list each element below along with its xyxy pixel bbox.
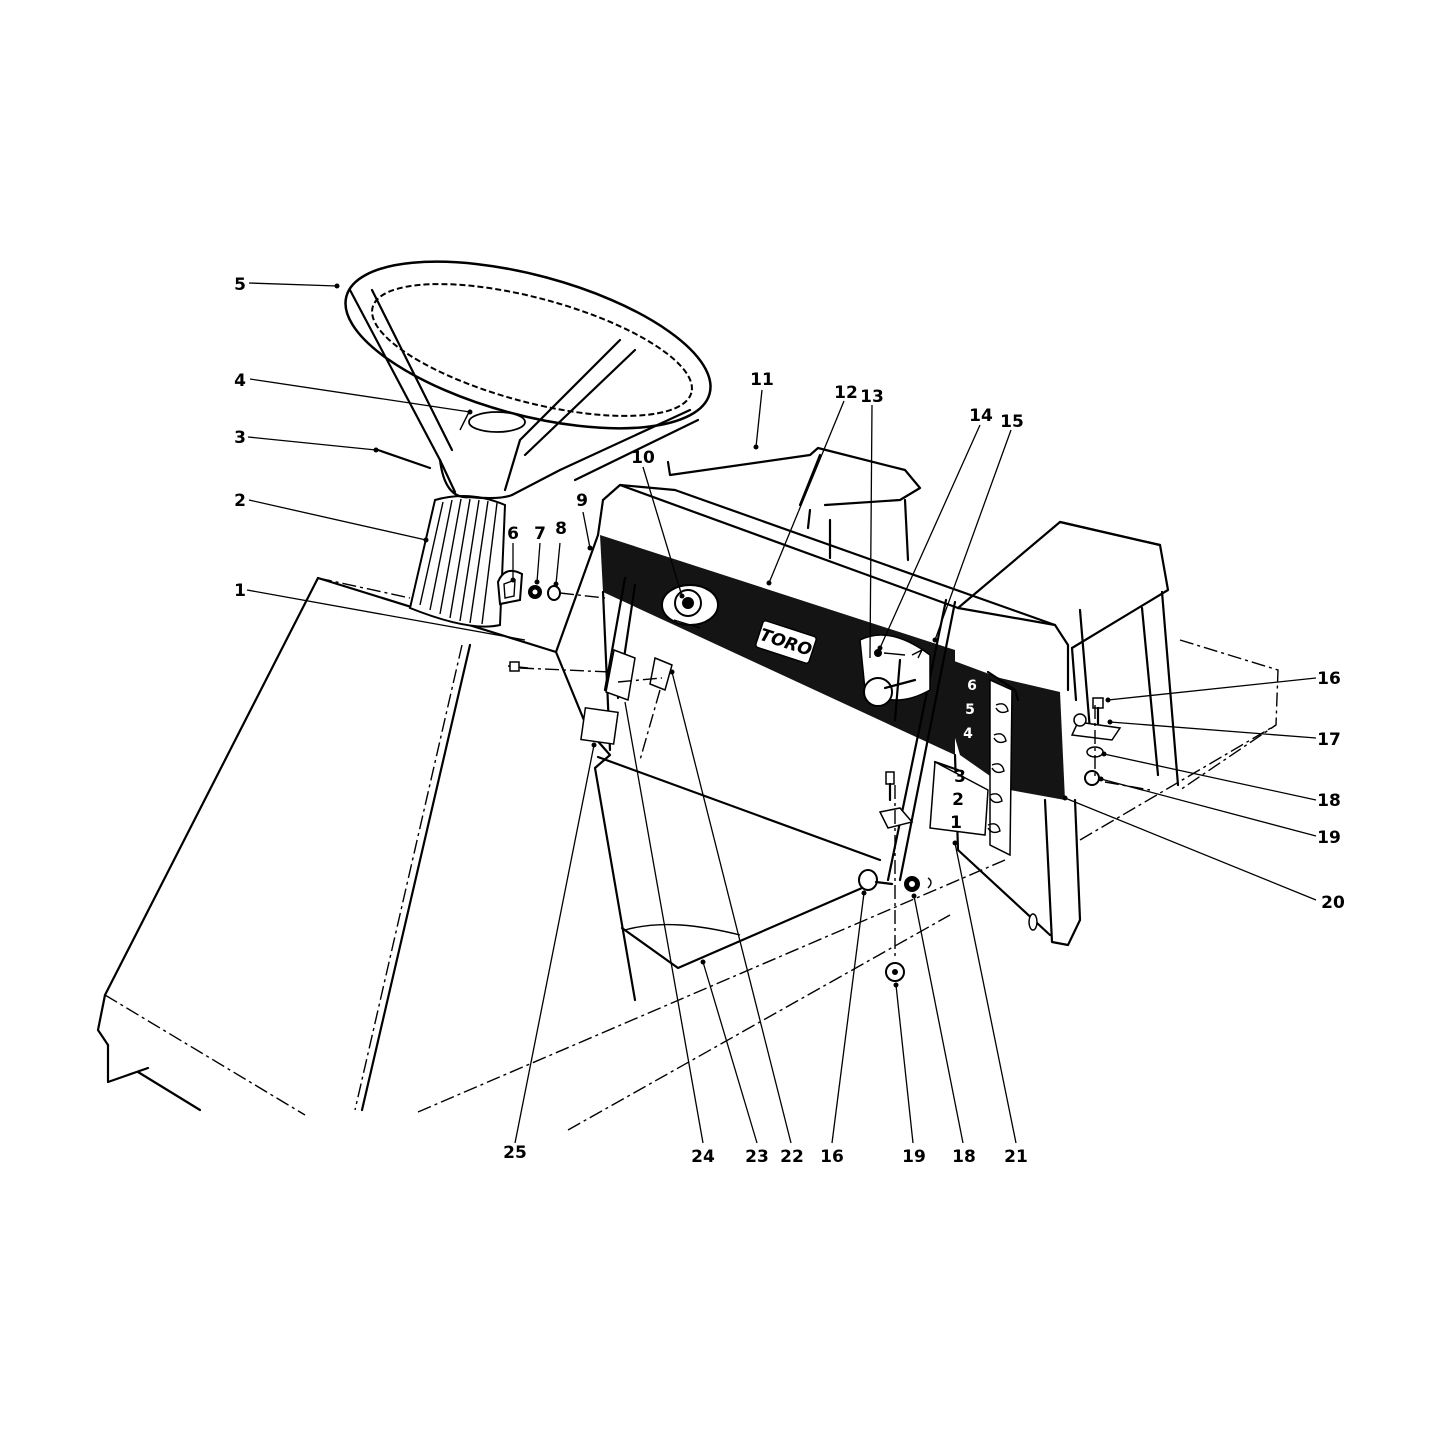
callout-4: 4: [234, 371, 246, 391]
gear-label-3: 3: [954, 767, 966, 787]
callout-13: 13: [860, 387, 884, 407]
gear-label-2: 2: [952, 790, 964, 810]
gear-label-1: 1: [950, 813, 962, 833]
assembly-lines: [519, 592, 1151, 960]
callout-12: 12: [834, 383, 858, 403]
leader-lines: [246, 282, 1317, 1144]
callout-14: 14: [969, 406, 993, 426]
callout-16-right: 16: [1317, 669, 1341, 689]
gear-label-6: 6: [967, 678, 977, 694]
callout-15: 15: [1000, 412, 1024, 432]
callout-1: 1: [234, 581, 246, 601]
steering-wheel: [344, 260, 712, 500]
callout-7: 7: [534, 524, 546, 544]
callout-21: 21: [1004, 1147, 1028, 1167]
callout-19-bottom: 19: [902, 1147, 926, 1167]
callout-16-bottom: 16: [820, 1147, 844, 1167]
callout-6: 6: [507, 524, 519, 544]
floor-panel: [417, 728, 1006, 1131]
lever-slot: [580, 648, 673, 745]
gear-label-4: 4: [963, 726, 973, 742]
callout-8: 8: [555, 519, 567, 539]
callout-3: 3: [234, 428, 246, 448]
callout-10: 10: [631, 448, 655, 468]
callout-2: 2: [234, 491, 246, 511]
small-parts: [376, 448, 1122, 982]
callout-5: 5: [234, 275, 246, 295]
hood: [96, 576, 590, 1116]
callout-17: 17: [1317, 730, 1341, 750]
callout-18-bottom: 18: [952, 1147, 976, 1167]
callout-11: 11: [750, 370, 774, 390]
callout-18-right: 18: [1317, 791, 1341, 811]
callout-23: 23: [745, 1147, 769, 1167]
throttle-control: [859, 634, 931, 722]
callout-22: 22: [780, 1147, 804, 1167]
callout-20: 20: [1321, 893, 1345, 913]
gear-plate: 3 2 1 6 5 4: [929, 670, 1020, 857]
callout-9: 9: [576, 491, 588, 511]
callout-labels: 5 4 3 2 1 6 7 8 9 10 11 12 13 14 15 16 1…: [234, 275, 1345, 1167]
callout-25: 25: [503, 1143, 527, 1163]
column-boot: [408, 495, 507, 628]
callout-19-right: 19: [1317, 828, 1341, 848]
gear-label-5: 5: [965, 702, 975, 718]
callout-24: 24: [691, 1147, 715, 1167]
